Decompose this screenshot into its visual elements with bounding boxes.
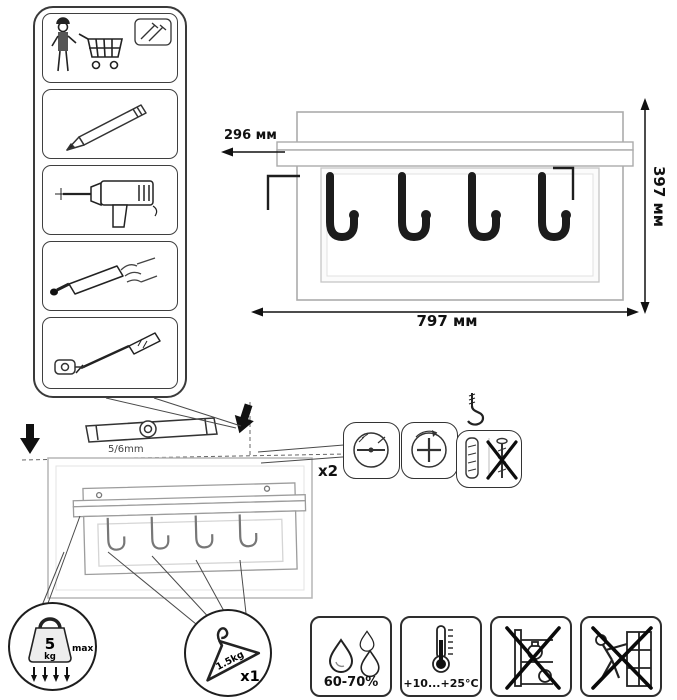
width-dimension-label: 797 мм bbox=[416, 312, 478, 330]
step-prepare-box bbox=[42, 13, 178, 83]
no-screws-box bbox=[456, 430, 522, 488]
cam-lock-turn-icon bbox=[411, 430, 447, 468]
screwdriver-fitting-icon bbox=[54, 332, 161, 375]
weight-icon: 5 kg max bbox=[28, 617, 93, 682]
cross-x-icon bbox=[486, 440, 518, 480]
humidity-box: 60-70% bbox=[310, 616, 392, 697]
pencil-icon bbox=[66, 104, 147, 151]
height-dimension-label: 397 мм bbox=[650, 166, 668, 228]
clothes-hanger-icon: 1.5kg x1 bbox=[206, 627, 261, 685]
depth-dimension-arrow bbox=[221, 147, 285, 157]
step-glue-box bbox=[42, 241, 178, 311]
no-overload-icon bbox=[505, 626, 561, 690]
fastener-count-label: x2 bbox=[318, 462, 339, 480]
down-arrows-icon bbox=[31, 667, 70, 682]
shelf-top bbox=[276, 141, 634, 151]
mounting-drawing bbox=[20, 402, 347, 599]
temperature-label: +10...+25°C bbox=[403, 677, 479, 690]
dowel-and-screw-crossed-icon bbox=[465, 437, 518, 480]
width-dimension-arrow bbox=[251, 307, 639, 317]
right-rail-bracket bbox=[553, 166, 575, 200]
drill-icon bbox=[55, 180, 158, 228]
cam-lock-face-icon bbox=[353, 432, 389, 468]
coat-hook bbox=[538, 172, 571, 242]
left-rail-bracket bbox=[266, 174, 300, 210]
cam-lock-callout-1 bbox=[343, 422, 400, 479]
coat-hooks bbox=[326, 172, 571, 242]
shelf-max-note: max bbox=[72, 644, 93, 654]
cam-lock-callout-2 bbox=[401, 422, 458, 479]
product-drawing bbox=[221, 98, 650, 317]
down-arrow-icon bbox=[234, 403, 254, 434]
step-drill-box bbox=[42, 165, 178, 235]
humidity-drops-icon bbox=[328, 630, 380, 678]
no-overload-box bbox=[490, 616, 572, 697]
shelf-load-limit-badge: 5 kg max bbox=[8, 602, 97, 691]
panel-recess-inner bbox=[326, 173, 594, 277]
shelf-max-value: 5 bbox=[45, 635, 55, 653]
no-climbing-box bbox=[580, 616, 662, 697]
no-climbing-icon bbox=[591, 626, 653, 690]
humidity-label: 60-70% bbox=[323, 675, 379, 690]
temperature-box: +10...+25°C bbox=[400, 616, 482, 697]
step-fix-box bbox=[42, 317, 178, 389]
shelf-max-unit: kg bbox=[44, 652, 56, 662]
hanger-count-label: x1 bbox=[240, 669, 259, 685]
mounted-rack bbox=[72, 482, 307, 576]
hook-load-limit-badge: 1.5kg x1 bbox=[184, 609, 272, 697]
level-gap-label: 5/6mm bbox=[108, 444, 144, 455]
shelf-front bbox=[276, 149, 634, 167]
thermometer-icon bbox=[432, 625, 453, 673]
adhesive-gun-icon bbox=[50, 257, 158, 296]
spirit-level-icon bbox=[85, 417, 218, 443]
height-dimension-arrow bbox=[640, 98, 650, 314]
down-arrow-icon bbox=[20, 424, 40, 454]
coat-hook bbox=[326, 172, 359, 242]
coat-hook bbox=[468, 172, 501, 242]
cross-x-icon bbox=[591, 626, 653, 690]
depth-dimension-label: 296 мм bbox=[224, 128, 277, 143]
cross-x-icon bbox=[505, 626, 561, 690]
step-mark-box bbox=[42, 89, 178, 159]
coat-hook bbox=[398, 172, 431, 242]
person-with-cart-icon bbox=[51, 17, 172, 72]
wall-hook-screw-icon bbox=[467, 393, 485, 426]
